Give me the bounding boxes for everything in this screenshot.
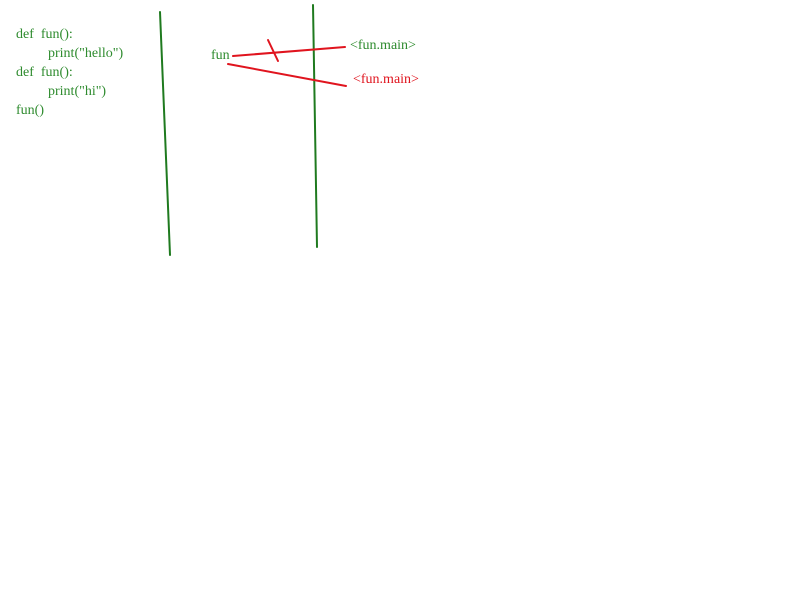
- name-label-fun: fun: [211, 48, 230, 63]
- strike-mark: [267, 39, 279, 62]
- divider-line-right: [312, 4, 318, 248]
- divider-line-left: [159, 11, 171, 256]
- reference-arrow-old: [232, 46, 346, 57]
- reference-label-new: <fun.main>: [353, 72, 419, 87]
- code-line-print-hello: print("hello"): [48, 46, 124, 61]
- reference-label-old: <fun.main>: [350, 38, 416, 53]
- code-line-print-hi: print("hi"): [48, 84, 107, 99]
- code-line-def-2: def fun():: [16, 65, 73, 80]
- code-line-call: fun(): [16, 103, 44, 118]
- code-line-def-1: def fun():: [16, 27, 73, 42]
- reference-arrow-new: [227, 63, 347, 87]
